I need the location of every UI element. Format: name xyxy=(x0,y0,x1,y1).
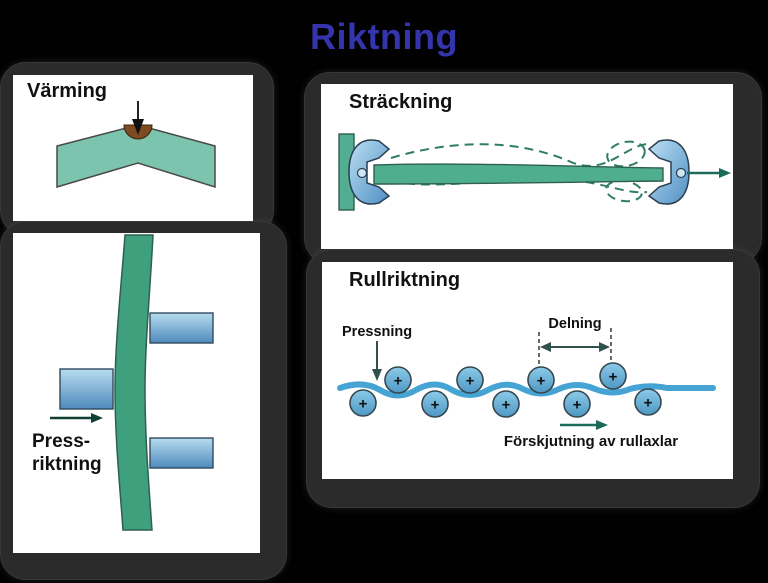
lower-roller xyxy=(492,390,520,418)
roller-axis-symbol: + xyxy=(609,369,618,386)
roller-axis-symbol: + xyxy=(466,373,475,390)
delning-label: Delning xyxy=(548,316,601,332)
roller-axis-symbol: + xyxy=(394,373,403,390)
press-block-right-lower xyxy=(149,437,214,469)
strackning-panel: Sträckning xyxy=(321,84,733,249)
strackning-title: Sträckning xyxy=(349,91,452,113)
pressning-arrow-head-icon xyxy=(372,369,382,381)
upper-roller xyxy=(599,362,627,390)
sheet-wave-shape xyxy=(337,381,716,399)
lower-roller xyxy=(421,390,449,418)
varming-title: Värming xyxy=(27,80,107,102)
press-label-line2: riktning xyxy=(32,454,102,475)
clamp-right-shape xyxy=(647,139,690,205)
varming-panel: Värming xyxy=(13,75,253,221)
clamp-left-pin-icon xyxy=(356,167,368,179)
roller-axis-symbol: + xyxy=(644,395,653,412)
delning-arrow-right-icon xyxy=(599,342,610,352)
press-block-left xyxy=(59,368,114,410)
press-label-line1: Press- xyxy=(32,431,90,452)
rollers-layer: + + + + + + + + + xyxy=(349,362,662,418)
strackning-diagram: Sträckning xyxy=(338,91,731,211)
pull-arrow-head-icon xyxy=(719,168,731,178)
lower-roller xyxy=(349,389,377,417)
press-block-right-upper xyxy=(149,312,214,344)
page-title: Riktning xyxy=(310,16,458,57)
rullriktning-diagram: Rullriktning Pressning Delning +++++++++… xyxy=(337,269,716,450)
roller-axis-symbol: + xyxy=(573,397,582,414)
varming-diagram: Värming xyxy=(27,80,216,189)
rullriktning-title: Rullriktning xyxy=(349,269,460,291)
lower-roller xyxy=(634,388,662,416)
lower-roller xyxy=(563,390,591,418)
stretched-bar-shape xyxy=(373,163,664,185)
delning-arrow-left-icon xyxy=(540,342,551,352)
forskjutning-label: Förskjutning av rullaxlar xyxy=(504,433,678,450)
roller-axis-symbol: + xyxy=(537,373,546,390)
roller-axis-symbol: + xyxy=(359,396,368,413)
rullriktning-panel: Rullriktning Pressning Delning +++++++++… xyxy=(322,262,733,479)
roller-axis-symbol: + xyxy=(502,397,511,414)
roller-axis-symbol: + xyxy=(431,397,440,414)
upper-roller xyxy=(456,366,484,394)
curved-bar-shape xyxy=(114,234,154,531)
upper-roller xyxy=(384,366,412,394)
dashed-loop-upper xyxy=(606,140,646,168)
pressriktning-diagram: Press- riktning xyxy=(32,234,214,531)
heat-arrow-head-icon xyxy=(132,119,144,135)
clamp-left-shape xyxy=(348,139,391,205)
pressning-label: Pressning xyxy=(342,324,412,340)
press-direction-arrow-head-icon xyxy=(91,413,103,423)
clamp-right-pin-icon xyxy=(675,167,687,179)
dashed-bend-curve-upper xyxy=(390,143,650,167)
upper-roller xyxy=(527,366,555,394)
pressriktning-panel: Press- riktning xyxy=(13,233,260,553)
forskjutning-arrow-head-icon xyxy=(596,420,608,430)
